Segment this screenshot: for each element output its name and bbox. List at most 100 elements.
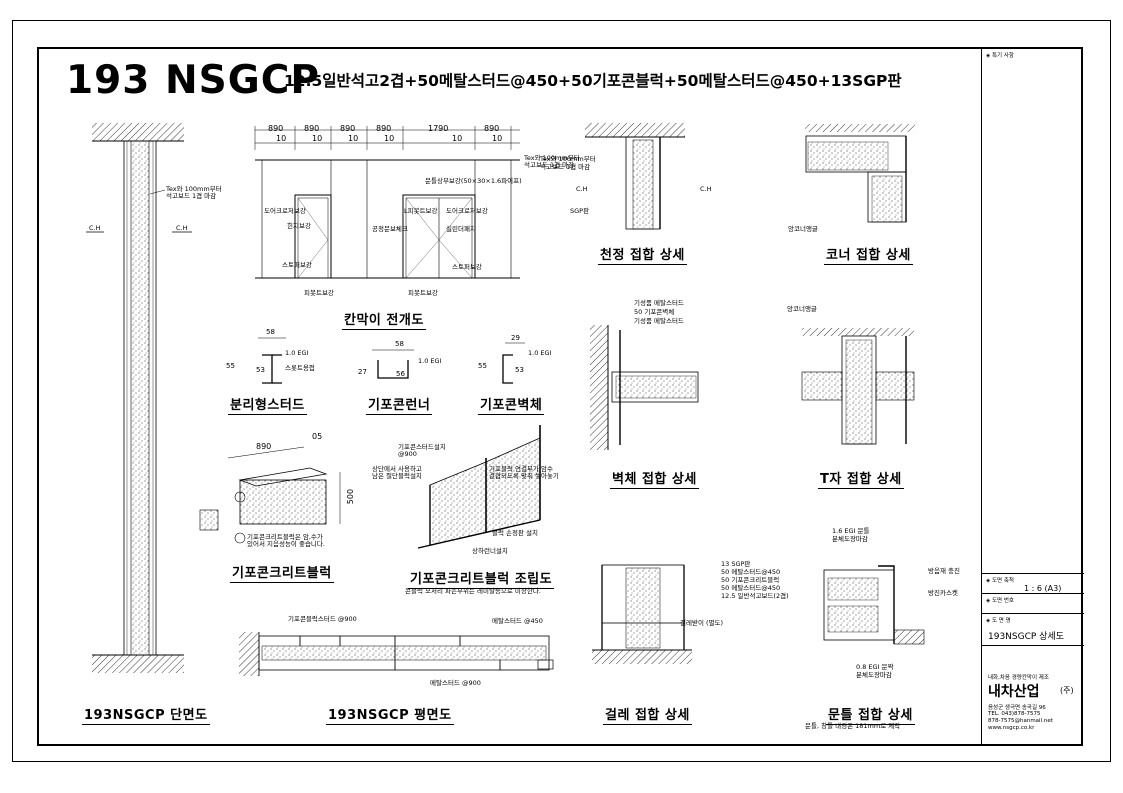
ceiling-detail [585,123,685,230]
wall-detail [590,325,699,450]
tb-divider [982,573,1084,574]
assembly-view [417,425,541,549]
section-caption: 193NSGCP 단면도 [82,704,210,725]
tb-divider [982,645,1084,646]
elev-width-5: 1790 [428,124,449,133]
profile3-caption: 기포콘벽체 [478,394,545,415]
frame-sub: 문틀, 창틀 내경은 181mm로 제작 [805,722,901,730]
profile2-dim-width: 58 [395,340,404,348]
profile3-note-egi: 1.0 EGI [528,349,552,357]
elev-note-lock2: 실린더패치 [446,225,476,233]
assembly-note-screw: 블럭 손정판 설치 [492,529,538,537]
wall-note-1: 기성품 메탈스터드 [634,299,684,307]
wall-note-3: 기성품 메탈스터드 [634,317,684,325]
ceiling-caption: 천정 접합 상세 [598,244,687,265]
profile1-note-weld: 스롯트용접 [285,364,315,372]
elev-note-stopper-r: 스토퍼보강 [452,263,482,271]
profile1-dim-inner: 53 [256,366,265,374]
corner-detail [805,124,915,223]
ceiling-cut-left: C.H [576,185,588,193]
t-caption: T자 접합 상세 [818,468,904,489]
elev-note-stopper-l: 스토퍼보강 [282,261,312,269]
assembly-note-top: 상단에서 사용하고 남은 절단블럭설치 [372,465,422,481]
elev-gap-3: 10 [348,134,359,143]
tb-company-suffix: (주) [1060,686,1074,695]
frame-note-4: 방진카스켓 [928,589,958,597]
block-dim-joint: 05 [312,432,323,441]
elev-width-2: 890 [304,124,320,133]
drawing-sheet [12,20,1111,762]
ceiling-cut-right: C.H [700,185,712,193]
elev-gap-5: 10 [452,134,463,143]
profile2-dim-inner: 56 [396,370,405,378]
tb-name-value: 193NSGCP 상세도 [988,632,1065,642]
ceiling-note-sgp: SGP판 [570,207,590,215]
elev-note-lift: L피봇트보강 [404,207,438,215]
profile-shapes [258,337,525,384]
base-detail [592,564,692,664]
profile2-caption: 기포콘런너 [366,394,433,415]
block-note: 기포콘크리트블럭은 암,수가 있어서 지음성능이 좋습니다. [247,533,325,549]
frame-note-5: 0.8 EGI 문짝 [856,663,894,671]
tb-number-label: ◈ 도면 번호 [986,598,1014,604]
elev-note-closer-r: 도어크로저보강 [446,207,488,215]
section-cut-left: C.H [89,224,101,232]
base-note-1: 13 SGP판 [721,560,751,568]
t-note-angle: 앙코너앵글 [787,305,817,313]
profile2-dim-height: 27 [358,368,367,376]
elev-note-pivot-r: 피봇트보강 [408,289,438,297]
drawing-spec: 12.5일반석고2겹+50메탈스터드@450+50기포콘블럭+50메탈스터드@4… [284,72,902,90]
base-note-5: 12.5 일반석고보드(2겹) [721,592,789,600]
elev-gap-4: 10 [384,134,395,143]
section-cut-right: C.H [176,224,188,232]
drawing-code: 193 NSGCP [66,58,320,103]
section-view [86,123,192,673]
elev-note-frame-top: 문틀상부보강(50×30×1.6파이프) [425,177,522,185]
block-dim-height: 500 [346,488,356,505]
tb-scale-label: ◈ 도면 축척 [986,578,1014,584]
elev-note-top: Tex와 100mm부터 석고보드 1겹 마감 [524,154,580,170]
tb-divider [982,613,1084,614]
tb-name-label: ◈ 도 면 명 [986,618,1011,624]
tb-company-tag: 내화,차음 경량칸막이 제조 [988,675,1049,681]
frame-detail [823,565,925,645]
tb-remarks-label: ◈ 특기 사항 [986,53,1014,59]
elev-width-1: 890 [268,124,284,133]
base-note-4: 50 메탈스터드@450 [721,584,781,592]
drawing-frame [37,47,1083,746]
elevation-caption: 칸막이 전개도 [342,309,426,330]
profile3-dim-inner: 53 [515,366,524,374]
frame-note-2: 분체도장마감 [832,535,868,543]
profile1-caption: 분리형스터드 [228,394,307,415]
elev-note-lock: 공정문보체크 [372,225,408,233]
profile3-dim-height: 55 [478,362,487,370]
profile1-note-egi: 1.0 EGI [285,349,309,357]
profile2-note-egi: 1.0 EGI [418,357,442,365]
frame-note-3: 방음재 충진 [928,567,960,575]
t-detail [801,328,915,445]
tb-email: 878-7575@hanmail.net [988,718,1053,724]
elev-note-pivot-l: 피봇트보강 [304,289,334,297]
elev-width-4: 890 [376,124,392,133]
assembly-note-runner: 상하런너설치 [472,547,508,555]
elev-gap-1: 10 [276,134,287,143]
assembly-note-stud: 기포콘스터드설치 @900 [398,443,446,459]
elev-width-3: 890 [340,124,356,133]
tb-company: 내차산업 [988,684,1040,700]
title-block: ◈ 특기 사항 ◈ 도면 축척 1 : 6 (A3) ◈ 도면 번호 ◈ 도 면… [981,47,1084,746]
ceiling-note-1: Tex와 100mm부터 [540,155,596,163]
frame-note-6: 분체도장마감 [856,671,892,679]
wall-caption: 벽체 접합 상세 [610,468,699,489]
elev-note-closer-l: 도어크로저보강 [264,207,306,215]
tb-web: www.nsgcp.co.kr [988,725,1035,731]
tb-scale-value: 1 : 6 (A3) [1024,584,1062,593]
frame-note-1: 1.6 EGI 문틀 [832,527,870,535]
plan-note-stud900: 기포콘블럭스터드 @900 [288,615,357,623]
base-note-3: 50 기포콘크리트블럭 [721,576,780,584]
elevation-view [254,126,520,279]
frame-caption: 문틀 접합 상세 [826,704,915,725]
tb-divider [982,593,1084,594]
plan-view [239,632,554,676]
corner-note-angle: 앙코너앵글 [788,225,818,233]
block-dim-length: 890 [256,442,272,451]
